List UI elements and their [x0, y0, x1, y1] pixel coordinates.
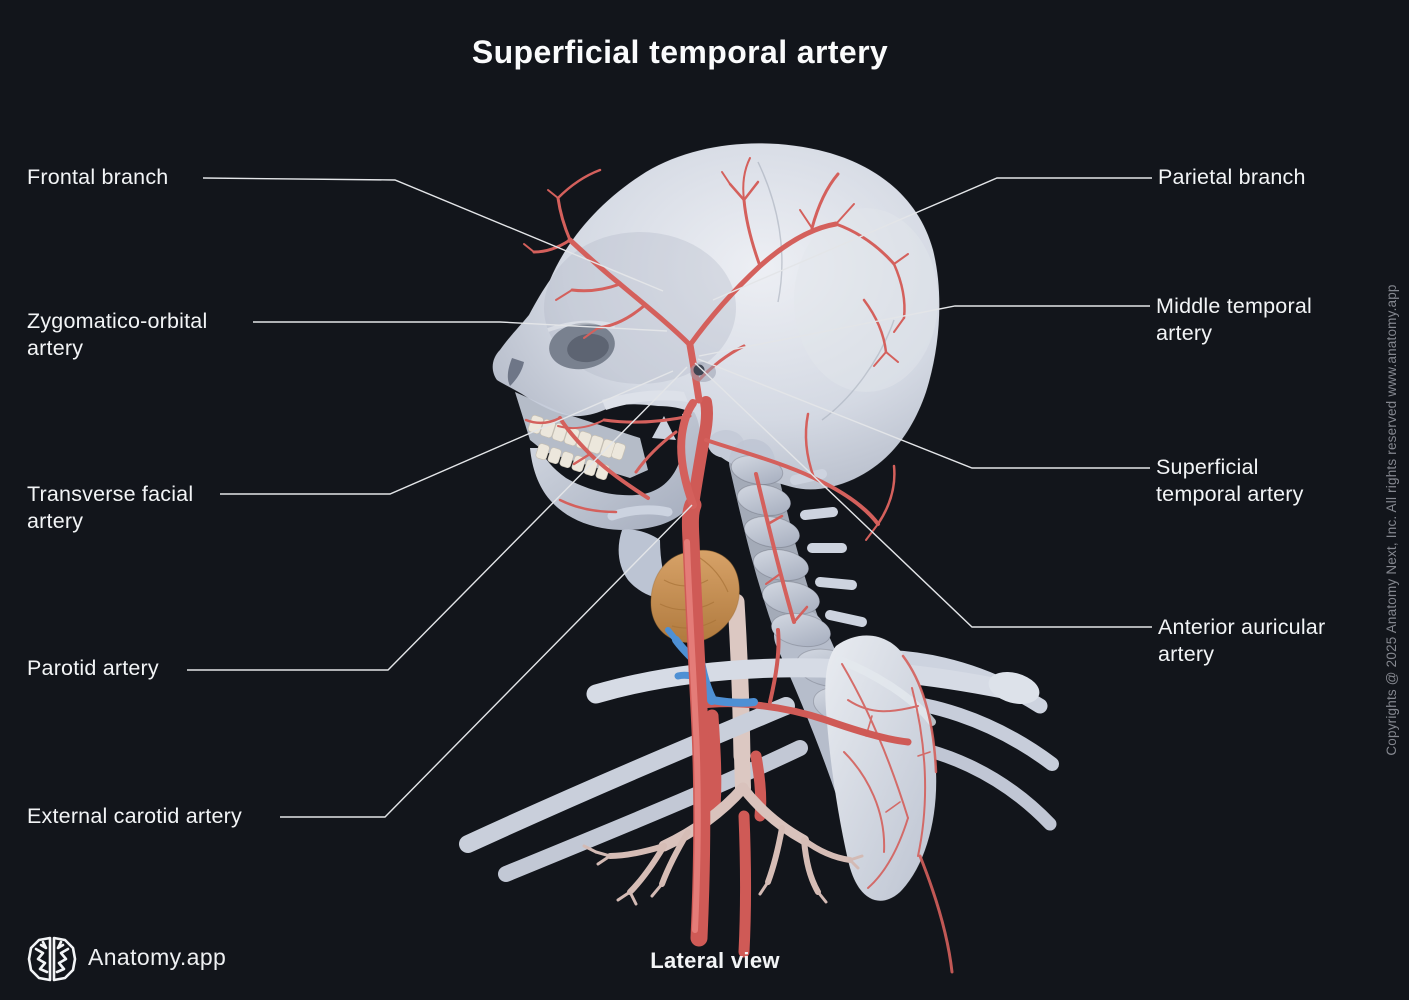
bronchial-tree	[582, 748, 864, 906]
leader-line-superficial-temporal	[697, 358, 1150, 469]
brand-logo-brain-icon	[27, 936, 77, 982]
leader-line-middle-temporal	[698, 305, 1150, 357]
leader-lines	[187, 177, 1152, 818]
carotid-artery	[677, 341, 714, 947]
brand-name: Anatomy.app	[88, 944, 227, 970]
label-parotid-artery: Parotid artery	[27, 656, 159, 680]
copyright-text: Copyrights @ 2025 Anatomy Next, Inc. All…	[1384, 284, 1399, 756]
view-caption: Lateral view	[650, 948, 780, 973]
mandible	[530, 412, 702, 530]
leader-line-parotid	[187, 366, 688, 671]
label-superficial-temporal-artery: Superficial temporal artery	[1156, 455, 1304, 506]
leader-line-transverse-facial	[220, 370, 674, 495]
leader-line-zygomatico-orbital	[253, 321, 668, 332]
label-external-carotid-artery: External carotid artery	[27, 804, 242, 828]
eye-socket	[547, 320, 616, 370]
label-transverse-facial-artery: Transverse facial artery	[27, 482, 194, 533]
nasal-aperture	[507, 358, 524, 386]
leader-line-parietal-branch	[712, 177, 1152, 301]
leader-line-anterior-auricular	[694, 362, 1152, 628]
superficial-temporal-branches	[523, 157, 909, 541]
page-title: Superficial temporal artery	[471, 34, 889, 70]
label-middle-temporal-artery: Middle temporal artery	[1156, 294, 1312, 345]
label-frontal-branch: Frontal branch	[27, 165, 169, 189]
leader-line-external-carotid	[280, 504, 693, 818]
label-zygomatico-orbital-artery: Zygomatico-orbital artery	[27, 309, 208, 360]
label-anterior-auricular-artery: Anterior auricular artery	[1158, 615, 1326, 666]
label-parietal-branch: Parietal branch	[1158, 165, 1306, 189]
scapula	[824, 635, 954, 974]
leader-line-frontal-branch	[202, 177, 664, 292]
